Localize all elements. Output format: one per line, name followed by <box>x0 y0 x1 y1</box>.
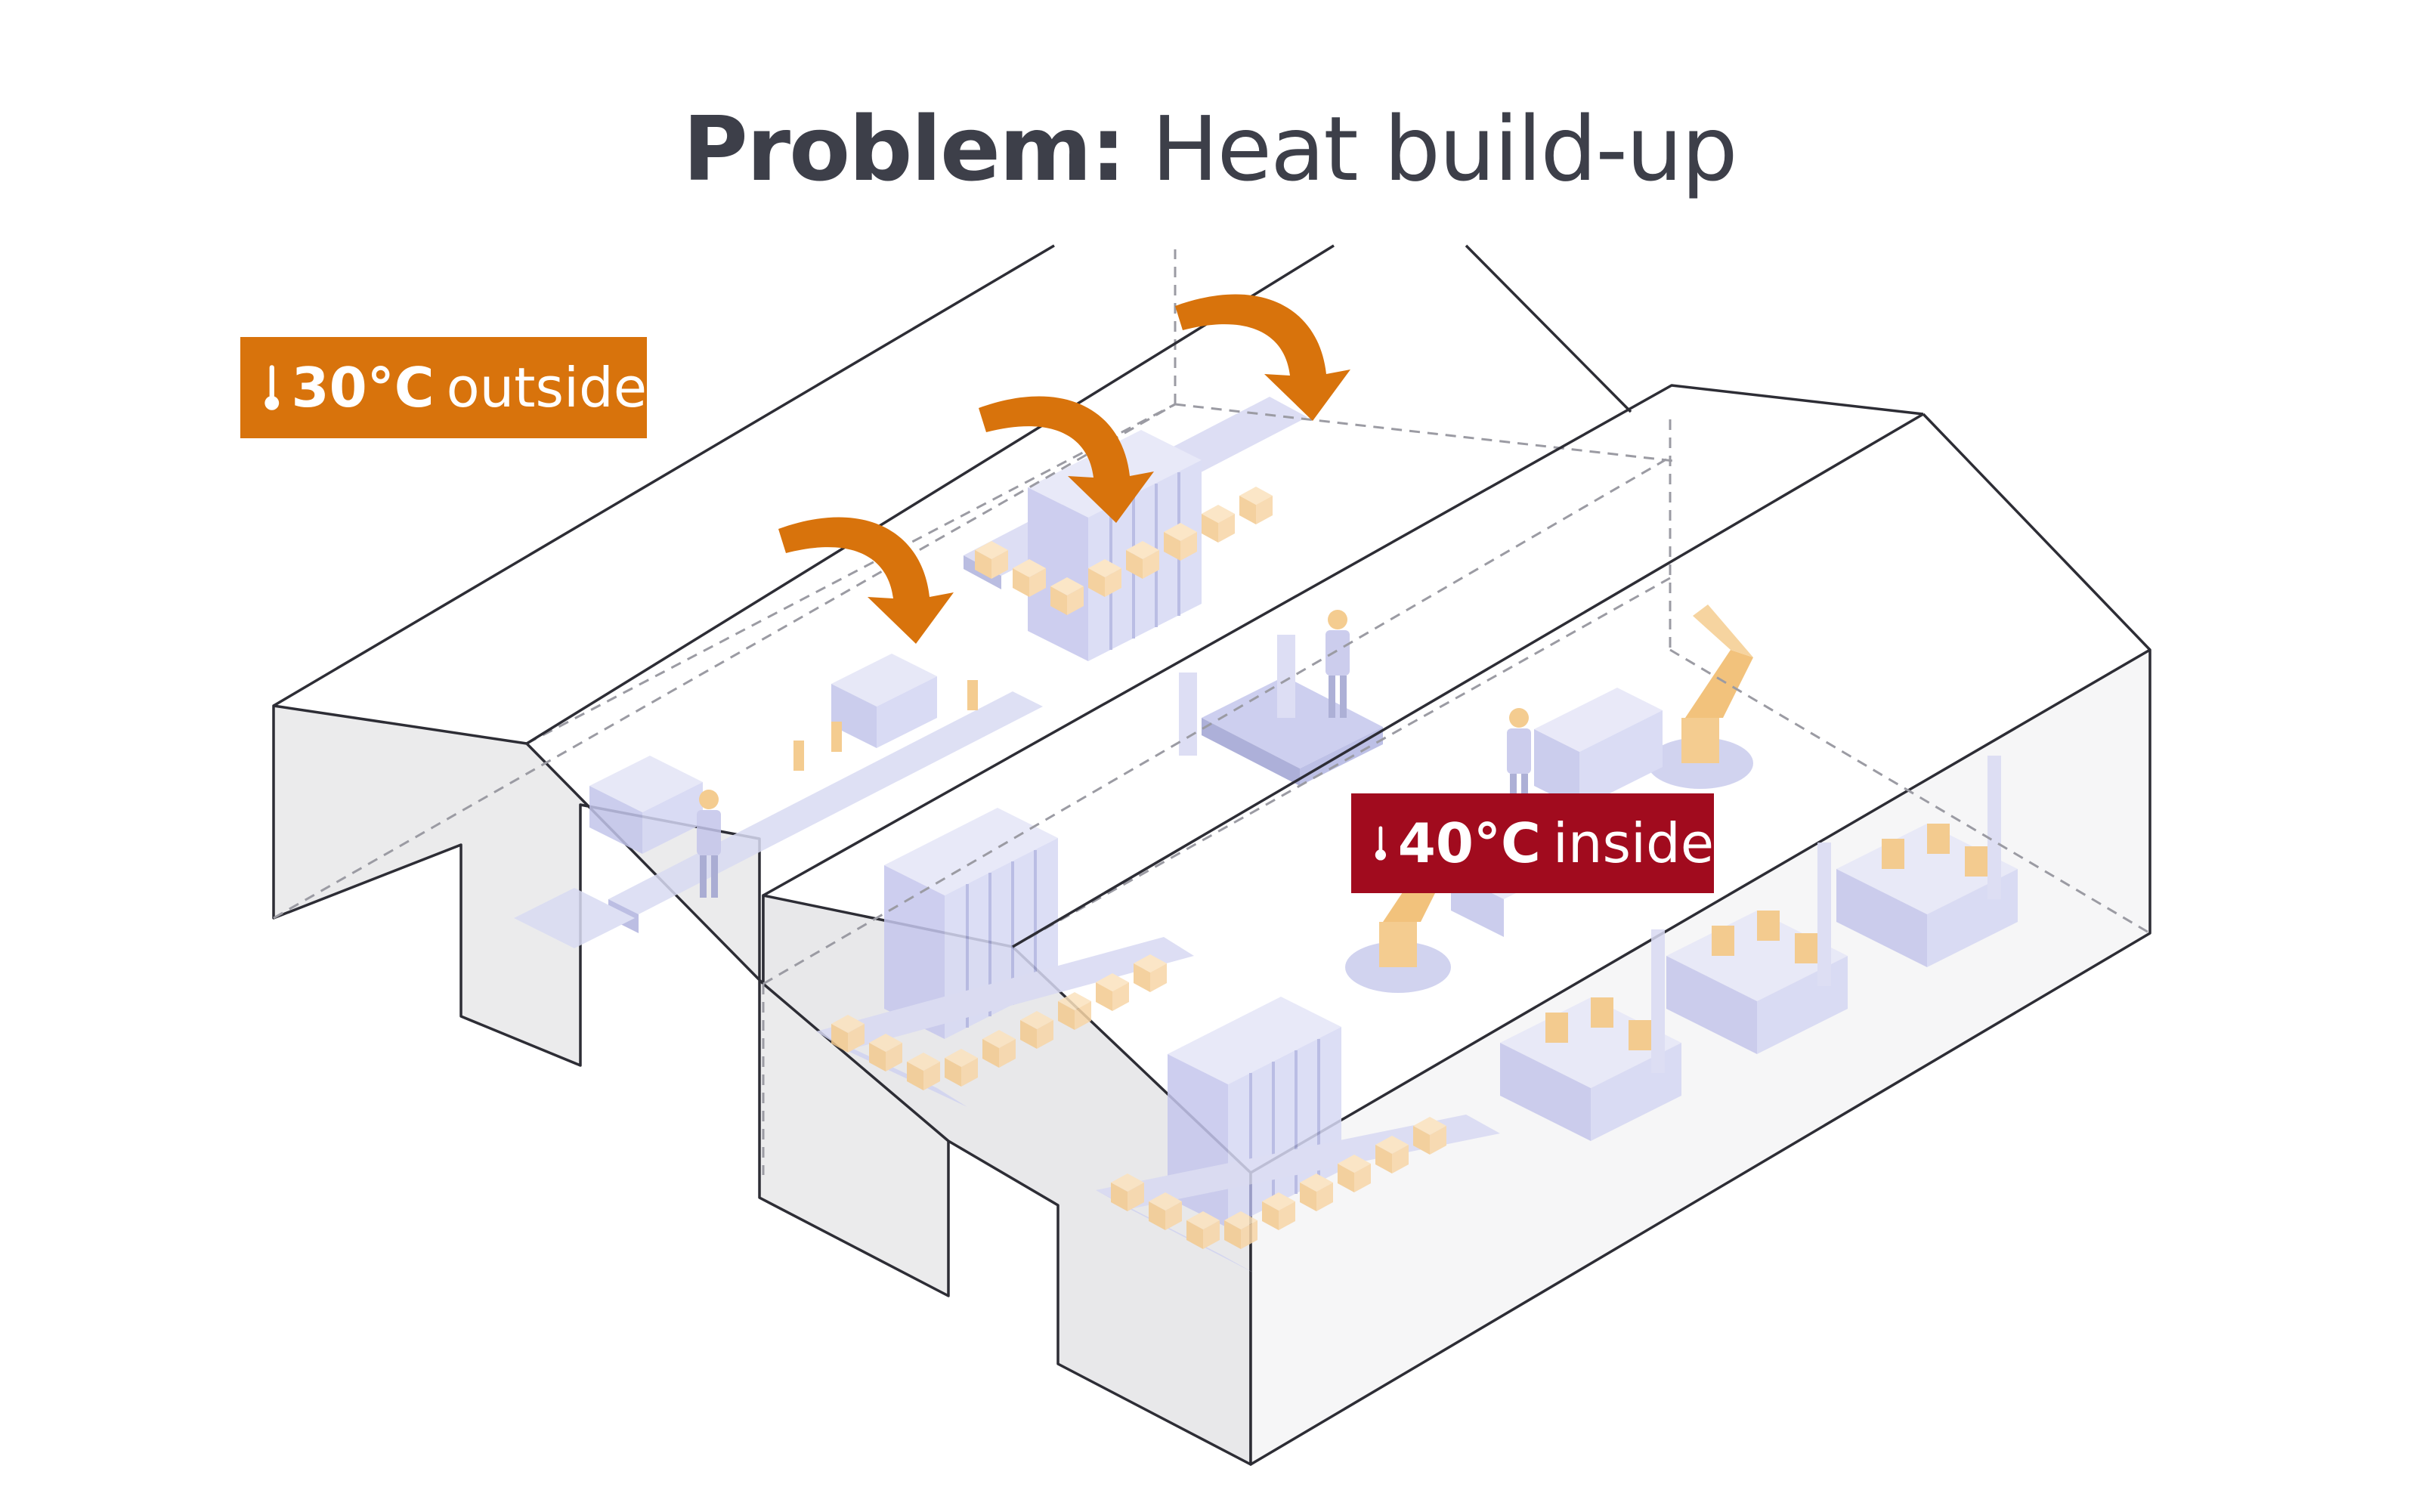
inside-temperature-value: 40°C <box>1397 812 1541 875</box>
inside-label: inside <box>1552 812 1714 875</box>
hidden-edges <box>273 249 2151 1175</box>
title-bold: Problem: <box>682 97 1126 201</box>
thermometer-icon <box>1375 826 1387 861</box>
robot-arm-2 <box>1647 604 1753 789</box>
robot-station-1 <box>1500 929 1681 1141</box>
outside-temperature-value: 30°C <box>291 356 435 419</box>
outside-label: outside <box>446 356 647 419</box>
middle-conveyor <box>816 806 1194 1107</box>
heat-arrow-icon <box>979 396 1154 523</box>
roof-outlines <box>273 244 2151 948</box>
heat-arrows <box>778 294 1350 644</box>
upper-conveyor <box>964 397 1307 663</box>
title-rest: Heat build-up <box>1151 97 1738 201</box>
thermometer-icon <box>264 365 280 410</box>
page-title: Problem: Heat build-up <box>0 97 2419 201</box>
front-conveyor <box>1096 995 1500 1273</box>
heat-arrow-icon <box>1175 294 1350 421</box>
inspection-table <box>1179 610 1383 786</box>
heat-arrow-icon <box>778 517 954 644</box>
processing-line <box>514 654 1043 948</box>
